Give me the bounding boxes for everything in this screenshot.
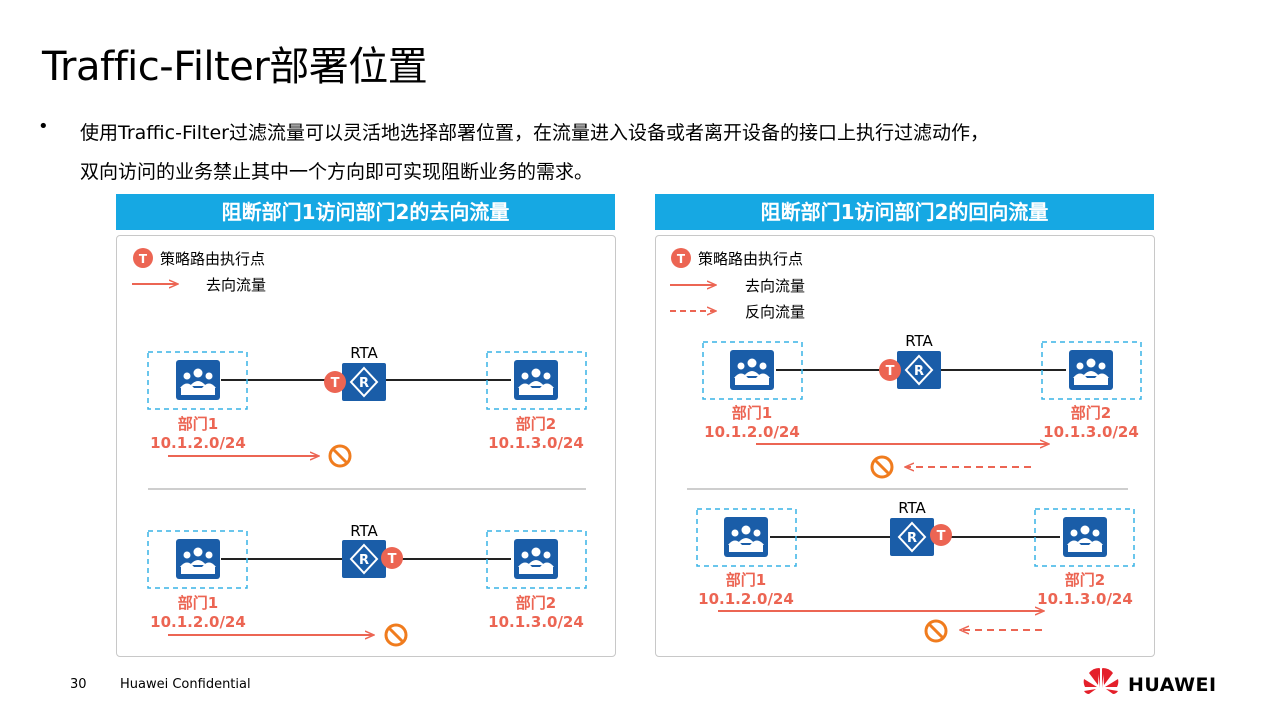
- right-scenario-1: RTA T 部门1 10.1.2.0/24 部门2 10.1.3.0/24: [702, 332, 1142, 479]
- block-icon: [924, 619, 948, 643]
- dept1-icon: [176, 360, 220, 400]
- dept1-icon: [730, 350, 774, 390]
- dept2-icon: [514, 360, 558, 400]
- t-marker-icon: T: [381, 547, 403, 569]
- svg-text:T: T: [677, 252, 686, 266]
- dept1-icon: [176, 539, 220, 579]
- legend-policy-point-label: 策略路由执行点: [160, 250, 265, 268]
- router-icon: [889, 517, 935, 557]
- page-number: 30: [70, 677, 87, 692]
- router-icon: [341, 362, 387, 402]
- block-icon: [328, 444, 352, 468]
- svg-text:T: T: [937, 529, 946, 544]
- right-scenario-2: RTA T 部门1 10.1.2.0/24 部门2 10.1.3.0/24: [696, 499, 1135, 643]
- dept2-box: [1041, 341, 1142, 400]
- bullet-text-line2: 双向访问的业务禁止其中一个方向即可实现阻断业务的需求。: [80, 161, 594, 183]
- dept1-name: 部门1: [732, 404, 772, 422]
- dept1-subnet: 10.1.2.0/24: [698, 590, 794, 608]
- dept1-subnet: 10.1.2.0/24: [704, 423, 800, 441]
- t-marker-icon: T: [930, 524, 952, 546]
- block-icon: [384, 623, 408, 647]
- dept2-icon: [1063, 517, 1107, 557]
- dept2-name: 部门2: [1065, 571, 1105, 589]
- bullet-dot: •: [38, 116, 49, 137]
- dept1-box: [147, 530, 248, 589]
- bullet-text-line1: 使用Traffic-Filter过滤流量可以灵活地选择部署位置，在流量进入设备或…: [80, 122, 989, 144]
- svg-text:T: T: [139, 252, 148, 266]
- confidential-label: Huawei Confidential: [120, 677, 251, 692]
- dept2-name: 部门2: [516, 594, 556, 612]
- right-panel: [655, 235, 1155, 657]
- dept2-icon: [1069, 350, 1113, 390]
- dept1-box: [147, 351, 248, 410]
- dept2-icon: [514, 539, 558, 579]
- legend-reverse-label: 反向流量: [745, 303, 805, 321]
- left-scenario-2: RTA T 部门1 10.1.2.0/24 部门2 10.1.3.0/24: [147, 522, 587, 647]
- dept1-name: 部门1: [178, 594, 218, 612]
- router-icon: [341, 539, 387, 579]
- dept2-box: [486, 351, 587, 410]
- dept1-name: 部门1: [178, 415, 218, 433]
- legend-policy-point-label: 策略路由执行点: [698, 250, 803, 268]
- dept2-name: 部门2: [1071, 404, 1111, 422]
- legend-t-marker-icon: T: [133, 248, 153, 268]
- svg-text:T: T: [331, 376, 340, 391]
- block-icon: [870, 455, 894, 479]
- router-label: RTA: [350, 344, 378, 362]
- t-marker-icon: T: [879, 359, 901, 381]
- t-marker-icon: T: [324, 371, 346, 393]
- dept2-box: [486, 530, 587, 589]
- legend-forward-label: 去向流量: [745, 277, 805, 295]
- left-banner: 阻断部门1访问部门2的去向流量: [116, 194, 615, 230]
- right-legend: T 策略路由执行点 去向流量 反向流量: [670, 248, 805, 321]
- dept2-subnet: 10.1.3.0/24: [1043, 423, 1139, 441]
- dept2-box: [1034, 508, 1135, 567]
- router-label: RTA: [350, 522, 378, 540]
- dept1-box: [696, 508, 797, 567]
- dept2-subnet: 10.1.3.0/24: [488, 613, 584, 631]
- left-legend: T 策略路由执行点 去向流量: [132, 248, 266, 294]
- left-scenario-1: RTA T 部门1 10.1.2.0/24 部门2 10.1.3.0/24: [147, 344, 587, 468]
- dept1-subnet: 10.1.2.0/24: [150, 434, 246, 452]
- svg-text:T: T: [388, 552, 397, 567]
- router-icon: [896, 350, 942, 390]
- dept2-name: 部门2: [516, 415, 556, 433]
- dept1-box: [702, 341, 803, 400]
- router-label: RTA: [905, 332, 933, 350]
- brand-name: HUAWEI: [1128, 674, 1217, 696]
- huawei-logo-icon: [1083, 668, 1119, 694]
- dept2-subnet: 10.1.3.0/24: [1037, 590, 1133, 608]
- left-panel: [116, 235, 616, 657]
- page-title: Traffic-Filter部署位置: [42, 44, 428, 90]
- dept2-subnet: 10.1.3.0/24: [488, 434, 584, 452]
- router-label: RTA: [898, 499, 926, 517]
- right-banner: 阻断部门1访问部门2的回向流量: [655, 194, 1154, 230]
- dept1-name: 部门1: [726, 571, 766, 589]
- legend-t-marker-icon: T: [671, 248, 691, 268]
- svg-text:T: T: [886, 364, 895, 379]
- dept1-subnet: 10.1.2.0/24: [150, 613, 246, 631]
- dept1-icon: [724, 517, 768, 557]
- legend-forward-label: 去向流量: [206, 276, 266, 294]
